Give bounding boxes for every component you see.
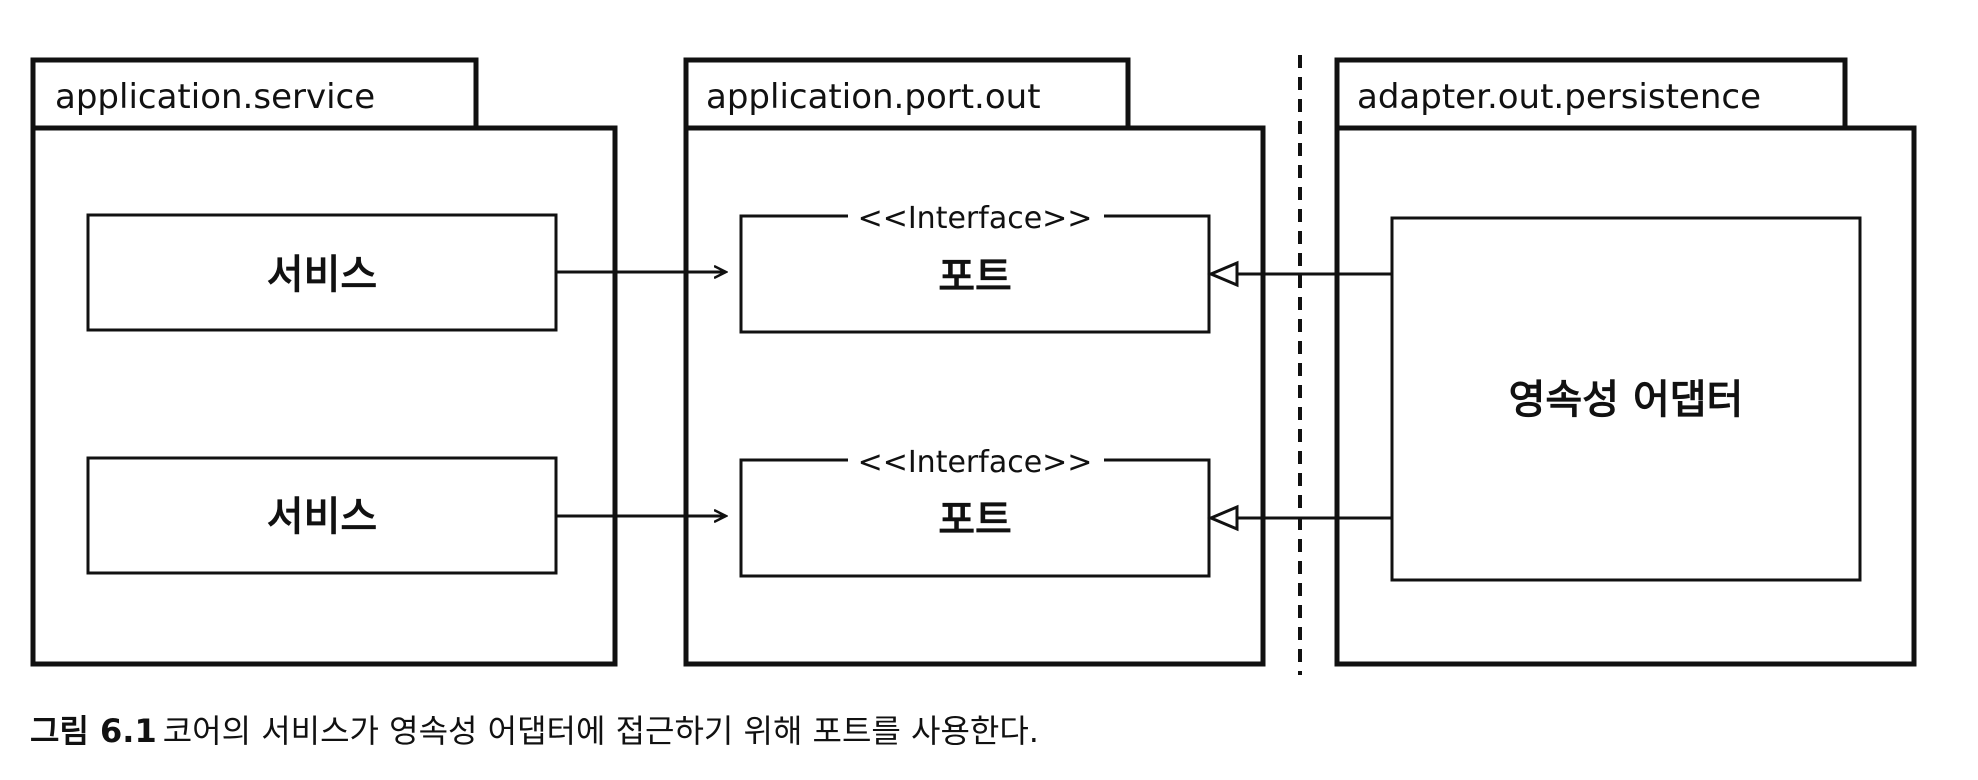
port-label: 포트	[938, 254, 1012, 300]
stereotype-gap	[848, 449, 1104, 471]
service-label: 서비스	[267, 252, 377, 298]
package-tab	[1334, 57, 1848, 131]
package-application-port-out: application.port.out <<Interface>> 포트 <<…	[683, 57, 1266, 667]
port-label: 포트	[938, 497, 1012, 543]
realization-arrowhead-top	[1207, 260, 1239, 288]
package-tab	[683, 57, 1131, 131]
package-body	[30, 125, 618, 667]
port-box-top	[739, 214, 1211, 334]
persistence-adapter-box	[1390, 216, 1862, 582]
package-adapter-out-persistence: adapter.out.persistence 영속성 어댑터	[1334, 57, 1917, 667]
realization-arrowhead-bottom	[1207, 504, 1239, 532]
port-stereotype: <<Interface>>	[858, 445, 1093, 480]
service-box-bottom	[86, 456, 558, 575]
figure-caption-text: 코어의 서비스가 영속성 어댑터에 접근하기 위해 포트를 사용한다.	[162, 712, 1039, 750]
package-name: application.port.out	[706, 77, 1041, 117]
service-label: 서비스	[267, 494, 377, 540]
figure-number: 그림 6.1	[30, 712, 157, 750]
stereotype-gap	[848, 205, 1104, 227]
port-stereotype: <<Interface>>	[858, 201, 1093, 236]
port-box-bottom	[739, 458, 1211, 578]
package-application-service: application.service 서비스 서비스	[30, 57, 618, 667]
adapter-label: 영속성 어댑터	[1509, 377, 1744, 423]
service-box-top	[86, 213, 558, 332]
package-name: application.service	[55, 77, 375, 117]
package-name: adapter.out.persistence	[1357, 77, 1761, 117]
